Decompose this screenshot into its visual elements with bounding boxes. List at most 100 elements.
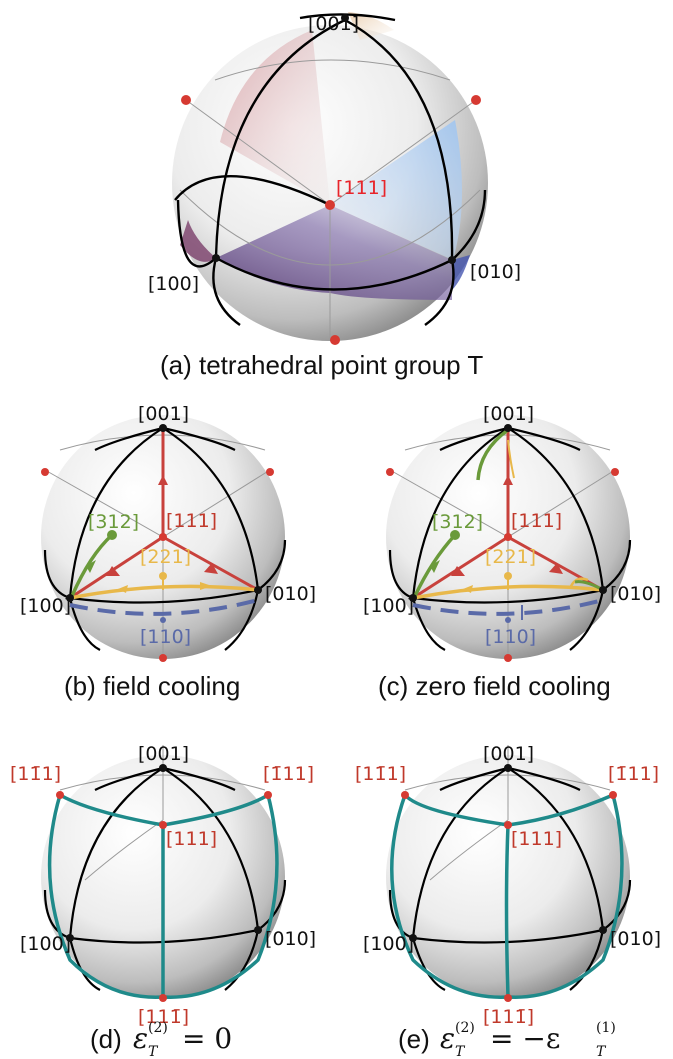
label-b-221: [221] xyxy=(140,546,191,568)
dot-e-100 xyxy=(409,934,417,942)
caption-c: (c) zero field cooling xyxy=(378,671,611,701)
panel-e: [001] [11̄1] [1̄11] [111] [100] [010] [1… xyxy=(355,743,661,1059)
label-c-110: [110] xyxy=(485,626,536,648)
dot-c-ul xyxy=(386,468,394,476)
label-b-010: [010] xyxy=(265,583,316,605)
caption-e-prefix: (e) xyxy=(398,1024,430,1054)
dot-d-111 xyxy=(159,821,167,829)
great-circles-c xyxy=(388,426,632,651)
label-d-001: [001] xyxy=(138,743,189,765)
caption-a: (a) tetrahedral point group T xyxy=(160,350,483,380)
label-d-bar111: [1̄11] xyxy=(263,763,314,785)
label-d-100: [100] xyxy=(20,933,71,955)
label-a-111: [111] xyxy=(336,177,387,199)
label-c-010: [010] xyxy=(610,583,661,605)
label-d-11bar1: [11̄1] xyxy=(10,763,61,785)
dot-a-111 xyxy=(325,200,335,210)
dot-d-001 xyxy=(159,764,167,772)
label-b-100: [100] xyxy=(20,595,71,617)
arrow-red-c-right xyxy=(549,563,563,574)
yellow-hook-c xyxy=(568,577,589,589)
dot-c-ur xyxy=(611,468,619,476)
dot-a-left xyxy=(181,95,191,105)
label-c-111: [111] xyxy=(511,510,562,532)
dot-d-010 xyxy=(254,926,262,934)
dot-b-ul xyxy=(41,468,49,476)
dot-b-100 xyxy=(66,594,74,602)
label-a-010: [010] xyxy=(470,261,521,283)
great-circles-a xyxy=(174,13,487,326)
dot-e-ul xyxy=(401,791,409,799)
path-green-c xyxy=(413,533,457,597)
caption-d-epsilon: ε xyxy=(133,1022,148,1055)
dot-a-001 xyxy=(341,14,349,22)
dot-c-010 xyxy=(599,586,607,594)
dot-a-100 xyxy=(212,254,220,262)
arrow-yel-c-1 xyxy=(463,585,473,593)
path-blue-c xyxy=(412,598,604,616)
dot-e-bot xyxy=(504,994,512,1002)
caption-e-epsilon: ε xyxy=(440,1022,455,1055)
caption-e-rhs: = −ε xyxy=(490,1022,560,1055)
dot-b-111 xyxy=(159,533,167,541)
sector-left-dark xyxy=(180,220,216,262)
dot-c-312 xyxy=(450,530,460,540)
label-e-bar111: [1̄11] xyxy=(608,763,659,785)
dot-c-001 xyxy=(504,424,512,432)
arrow-red-b-left xyxy=(106,566,120,576)
label-a-001: [001] xyxy=(308,13,359,35)
dot-c-221 xyxy=(504,572,512,580)
great-circles-b xyxy=(43,426,287,651)
label-e-100: [100] xyxy=(363,933,414,955)
caption-d-sub: T xyxy=(148,1044,159,1059)
label-b-111: [111] xyxy=(166,510,217,532)
dot-a-right xyxy=(471,95,481,105)
caption-b: (b) field cooling xyxy=(64,671,240,701)
label-e-11bar1: [11̄1] xyxy=(355,763,406,785)
arrow-red-b-right xyxy=(204,563,218,574)
dot-e-001 xyxy=(504,764,512,772)
dot-c-110 xyxy=(505,617,511,623)
label-c-312: [312] xyxy=(432,511,483,533)
caption-e-sub: T xyxy=(455,1044,466,1059)
grid-e xyxy=(404,745,611,881)
dot-c-100 xyxy=(409,594,417,602)
yellow-top-c xyxy=(507,439,515,479)
dot-d-bot xyxy=(159,994,167,1002)
caption-d-prefix: (d) xyxy=(90,1024,122,1054)
dot-d-ur xyxy=(264,791,272,799)
caption-d-rhs: = 0 xyxy=(182,1022,232,1055)
label-e-001: [001] xyxy=(483,743,534,765)
arrow-red-c-up xyxy=(503,475,513,485)
sector-blue xyxy=(330,120,463,260)
arrow-yel-b-2 xyxy=(200,582,212,590)
path-green-b xyxy=(70,533,114,597)
dot-d-ul xyxy=(56,791,64,799)
label-e-111: [111] xyxy=(511,828,562,850)
label-c-100: [100] xyxy=(363,595,414,617)
sector-purple xyxy=(216,205,452,300)
teal-lines-e xyxy=(390,793,624,999)
arrow-red-c-left xyxy=(451,566,465,576)
arrow-yel-b-1 xyxy=(118,585,128,593)
arrow-grn-c xyxy=(430,560,440,573)
dot-a-010 xyxy=(448,256,456,264)
dot-c-bot xyxy=(504,654,512,662)
label-b-001: [001] xyxy=(138,403,189,425)
caption-e-rhs-sup: (1) xyxy=(596,1020,616,1036)
label-d-010: [010] xyxy=(265,928,316,950)
label-e-111bar: [111̄] xyxy=(483,1006,534,1028)
label-c-221: [221] xyxy=(485,546,536,568)
dot-b-010 xyxy=(254,586,262,594)
sector-right-dark xyxy=(452,255,470,290)
dot-b-ur xyxy=(266,468,274,476)
arrow-grn-b xyxy=(86,560,96,573)
dot-a-bottom xyxy=(330,335,340,345)
dot-d-100 xyxy=(66,934,74,942)
panel-a: [001] [111] [100] [010] (a) tetrahedral … xyxy=(148,12,521,380)
panel-c: [001] [111] [312] [221] [100] [010] [110… xyxy=(363,403,661,701)
label-c-001: [001] xyxy=(483,403,534,425)
dot-b-221 xyxy=(159,572,167,580)
caption-d-sup: (2) xyxy=(148,1020,168,1036)
